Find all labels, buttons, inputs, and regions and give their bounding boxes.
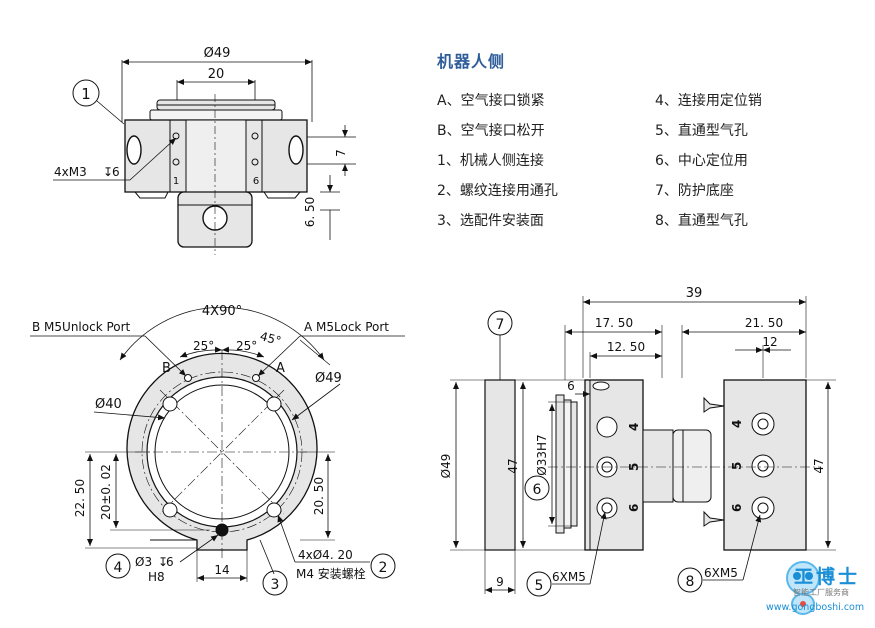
legend-item-b: B、空气接口松开 (437, 123, 545, 139)
dim-21-50: 21. 50 (745, 316, 783, 330)
dim-12-50: 12. 50 (607, 340, 645, 354)
hole-depth: 6 (112, 165, 120, 179)
port-num-5-right: 5 (730, 462, 744, 470)
depth-symbol: ↧ (103, 165, 113, 179)
dim-39: 39 (686, 286, 703, 301)
balloon-4-label: 4 (114, 560, 123, 576)
dim-20-50: 20. 50 (312, 477, 326, 515)
balloon-7-label: 7 (496, 317, 505, 333)
port-num-6-mid: 6 (627, 504, 641, 512)
angle-25-right: 25° (236, 339, 257, 353)
angle-4x90: 4X90° (202, 304, 242, 319)
balloon-6-label: 6 (533, 482, 542, 498)
dim-phi49-side: Ø49 (439, 454, 453, 479)
legend-item-7: 7、防护底座 (655, 183, 734, 199)
port-num-4-right: 4 (730, 420, 744, 428)
angle-25-left: 25° (193, 339, 214, 353)
robot-mascot-icon (786, 561, 820, 615)
pin-depth-symbol: ↧ (158, 555, 168, 569)
port-b-label: B M5Unlock Port (32, 320, 131, 334)
top-view-text: Ø49 20 7 6. 50 4xM3 ↧ 6 1 6 1 (54, 46, 348, 227)
face-view (30, 306, 405, 596)
thru-sub: M4 安装螺栓 (296, 566, 366, 581)
legend-item-2: 2、螺纹连接用通孔 (437, 183, 558, 199)
letter-b: B (162, 361, 171, 376)
dim-phi49-face: Ø49 (315, 371, 342, 386)
dim-47-left: 47 (506, 458, 520, 473)
dim-20-tol: 20±0. 02 (99, 464, 113, 520)
balloon-1-label: 1 (81, 85, 91, 103)
dim-6: 6 (567, 379, 575, 393)
watermark-brand: 工博士 (794, 566, 861, 588)
pin-callout: Ø3 (135, 555, 152, 569)
dim-9: 9 (496, 575, 504, 589)
balloon-8-label: 8 (686, 574, 695, 590)
port-num-5-mid: 5 (627, 463, 641, 471)
watermark-sub: 智能工厂服务商 (793, 588, 849, 597)
pin-fit: H8 (148, 570, 165, 584)
watermark-url[interactable]: www.gongboshi.com (766, 602, 865, 613)
dim-inner-width: 20 (208, 67, 225, 82)
balloon-3-label: 3 (271, 577, 280, 593)
legend-item-1: 1、机械人侧连接 (437, 153, 544, 169)
dim-phi40: Ø40 (95, 397, 122, 412)
side-view-text: 39 17. 50 12. 50 21. 50 12 6 Ø49 47 Ø33H… (439, 286, 826, 594)
dim-12: 12 (762, 335, 777, 349)
balloon-2-label: 2 (379, 560, 388, 576)
dim-7: 7 (334, 149, 348, 157)
thru-callout: 4xØ4. 20 (298, 548, 353, 562)
legend-panel: 机器人侧 A、空气接口锁紧 B、空气接口松开 1、机械人侧连接 2、螺纹连接用通… (437, 48, 857, 229)
port-num-6-right: 6 (730, 504, 744, 512)
face-view-text: 4X90° B M5Unlock Port A M5Lock Port B A … (32, 304, 389, 593)
legend-item-3: 3、选配件安装面 (437, 213, 544, 229)
port-a-label: A M5Lock Port (304, 320, 389, 334)
top-view (53, 59, 356, 255)
callout-8-text: 6XM5 (704, 566, 738, 580)
angle-45: 45° (258, 329, 282, 348)
legend-item-a: A、空气接口锁紧 (437, 93, 545, 109)
callout-5-text: 6XM5 (552, 570, 586, 584)
letter-a: A (276, 361, 285, 376)
dim-47-right: 47 (812, 458, 826, 473)
dim-6-50: 6. 50 (303, 197, 317, 228)
dim-17-50: 17. 50 (595, 316, 633, 330)
legend-item-8: 8、直通型气孔 (655, 213, 748, 229)
side-view (450, 296, 836, 597)
port-number-1: 1 (173, 176, 179, 187)
legend-item-6: 6、中心定位用 (655, 153, 748, 169)
dim-phi33: Ø33H7 (535, 434, 549, 475)
dim-14: 14 (214, 563, 229, 577)
legend-title: 机器人侧 (437, 52, 506, 71)
pin-depth: 6 (166, 555, 174, 569)
dim-22-50: 22. 50 (73, 479, 87, 517)
legend-item-4: 4、连接用定位销 (655, 93, 762, 109)
hole-callout: 4xM3 (54, 165, 87, 179)
port-num-4-mid: 4 (627, 423, 641, 431)
port-number-6: 6 (253, 176, 259, 187)
balloon-5-label: 5 (535, 578, 544, 594)
legend-item-5: 5、直通型气孔 (655, 123, 748, 139)
dim-outer-diameter: Ø49 (204, 46, 231, 61)
